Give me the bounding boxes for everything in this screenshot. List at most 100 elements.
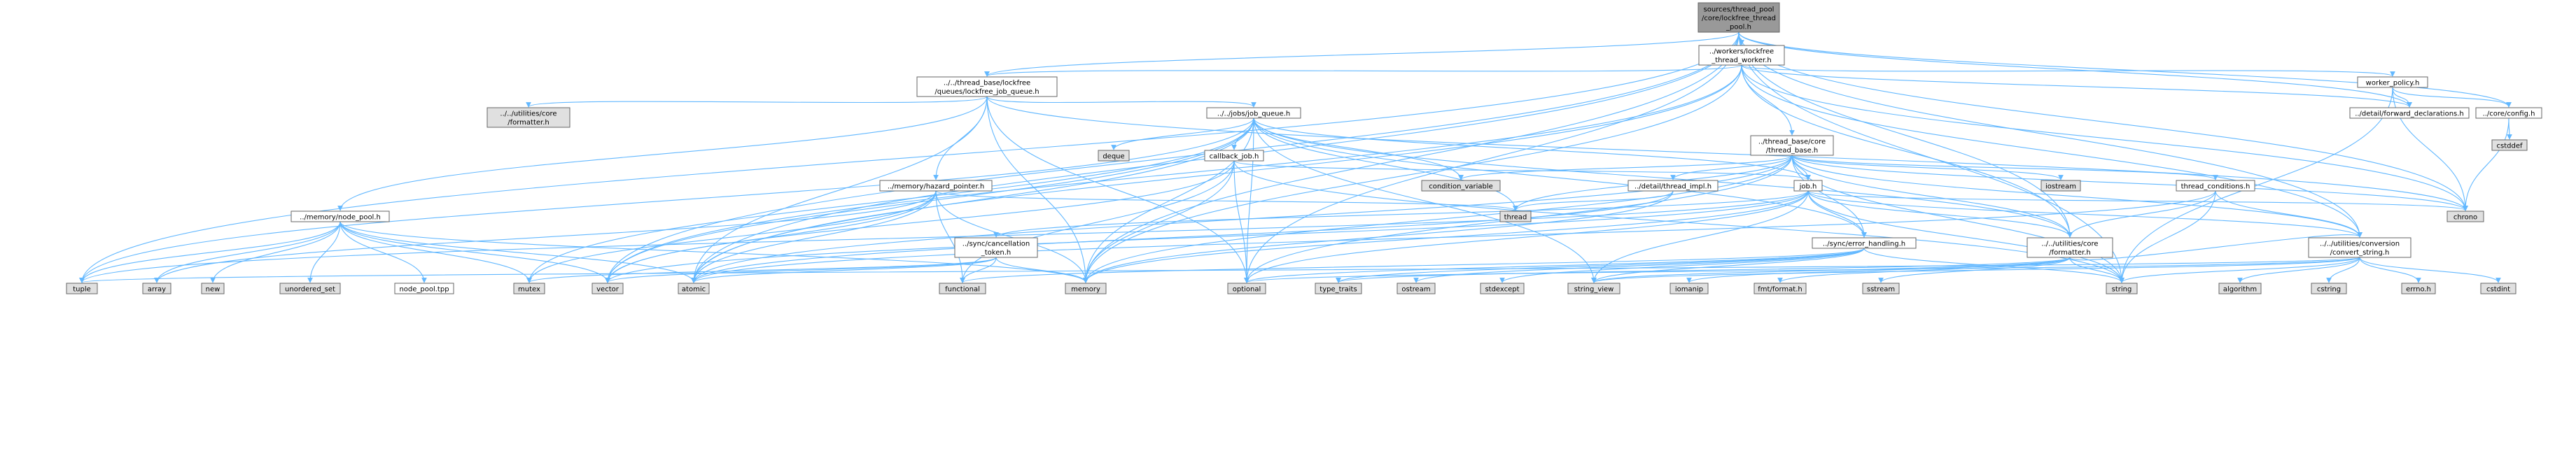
dependency-edge-convert_string-to-errno_h bbox=[2359, 257, 2421, 283]
dependency-edge-thread_base-to-condition_variable bbox=[1458, 155, 1793, 180]
node-box bbox=[2475, 107, 2542, 119]
dependency-edge-thread_conditions-to-string bbox=[2119, 190, 2216, 283]
node-vector: vector bbox=[592, 283, 624, 294]
node-cancellation-token[interactable]: ../sync/cancellation_token.h bbox=[954, 237, 1038, 258]
node-label: ../../thread_base/lockfree bbox=[944, 80, 1030, 87]
node-error-handling[interactable]: ../sync/error_handling.h bbox=[1812, 237, 1917, 249]
node-utilities-core-formatter[interactable]: ../../utilities/core/formatter.h bbox=[2026, 237, 2113, 258]
node-node-pool-tpp[interactable]: node_pool.tpp bbox=[394, 283, 454, 294]
node-label: iomanip bbox=[1675, 285, 1703, 293]
node-optional: optional bbox=[1227, 283, 1266, 294]
node-root[interactable]: sources/thread_pool/core/lockfree_thread… bbox=[1698, 2, 1780, 33]
node-label: type_traits bbox=[1320, 285, 1357, 293]
node-label: sstream bbox=[1867, 285, 1895, 293]
node-node-pool[interactable]: ../memory/node_pool.h bbox=[290, 211, 390, 222]
dependency-edge-utilities_core_formatter-to-type_traits bbox=[1336, 257, 2071, 283]
node-label: condition_variable bbox=[1429, 183, 1493, 190]
node-fmt-format: fmt/format.h bbox=[1754, 283, 1807, 294]
node-box bbox=[142, 283, 172, 294]
dependency-edge-lockfree_thread_worker-to-chrono bbox=[1741, 64, 2468, 211]
node-box bbox=[1862, 283, 1900, 294]
node-thread-base[interactable]: ../thread_base/core/thread_base.h bbox=[1750, 135, 1834, 156]
node-array: array bbox=[142, 283, 172, 294]
dependency-edge-convert_string-to-algorithm bbox=[2237, 257, 2360, 283]
dependency-edge-root-to-tuple bbox=[79, 31, 1740, 283]
node-label: node_pool.tpp bbox=[399, 285, 449, 293]
dependency-edge-thread_base-to-iostream bbox=[1791, 155, 2064, 180]
dependency-edge-root-to-utilities_core_formatter bbox=[1738, 31, 2073, 238]
node-thread: thread bbox=[1499, 211, 1532, 222]
node-job[interactable]: job.h bbox=[1793, 180, 1823, 192]
node-utilities-core-formatter-h: ../../utilities/core/formatter.h bbox=[486, 107, 570, 128]
node-ostream: ostream bbox=[1396, 283, 1436, 294]
node-cstdint: cstdint bbox=[2480, 283, 2516, 294]
dependency-edge-thread_impl-to-atomic bbox=[691, 190, 1674, 283]
node-label: iostream bbox=[2045, 183, 2076, 190]
node-label: cstdint bbox=[2486, 285, 2510, 293]
dependency-edge-job_queue-to-optional bbox=[1244, 117, 1254, 283]
dependency-edges bbox=[79, 31, 2512, 283]
node-job-queue[interactable]: ../../jobs/job_queue.h bbox=[1206, 107, 1301, 119]
node-label: callback_job.h bbox=[1210, 152, 1259, 160]
dependency-edge-cancellation_token-to-memory bbox=[995, 257, 1088, 283]
dependency-edge-convert_string-to-string_view bbox=[1591, 257, 2360, 283]
dependency-edge-job-to-cancellation_token bbox=[993, 190, 1809, 238]
dependency-edge-cancellation_token-to-vector bbox=[605, 257, 997, 283]
node-label: ../thread_base/core bbox=[1758, 138, 1826, 146]
dependency-edge-lockfree_thread_worker-to-memory bbox=[1083, 64, 1742, 283]
node-box bbox=[1698, 45, 1785, 66]
dependency-edge-lockfree_job_queue-to-job_queue bbox=[986, 96, 1256, 108]
dependency-edge-hazard_pointer-to-thread bbox=[935, 190, 1518, 211]
node-convert-string[interactable]: ../../utilities/conversion/convert_strin… bbox=[2308, 237, 2412, 258]
node-label: _token.h bbox=[981, 249, 1011, 257]
dependency-edge-node_pool-to-new bbox=[210, 221, 341, 283]
dependency-edge-job-to-vector bbox=[605, 190, 1809, 283]
node-hazard-pointer[interactable]: ../memory/hazard_pointer.h bbox=[879, 180, 993, 192]
node-worker-policy[interactable]: worker_policy.h bbox=[2357, 76, 2428, 88]
dependency-edge-convert_string-to-cstdint bbox=[2359, 257, 2501, 283]
node-thread-impl[interactable]: ../detail/thread_impl.h bbox=[1628, 180, 1718, 192]
node-label: ../core/config.h bbox=[2483, 110, 2535, 117]
node-label: ../../utilities/core bbox=[2041, 241, 2098, 248]
dependency-edge-node_pool-to-array bbox=[154, 221, 341, 283]
node-box bbox=[2311, 283, 2347, 294]
dependency-edge-worker_policy-to-core_config bbox=[2392, 87, 2512, 108]
node-label: deque bbox=[1102, 152, 1124, 160]
node-box bbox=[1754, 283, 1807, 294]
node-label: /core/lockfree_thread bbox=[1702, 15, 1776, 22]
node-box bbox=[1698, 2, 1780, 33]
dependency-edge-lockfree_job_queue-to-node_pool bbox=[337, 96, 988, 211]
dependency-edge-worker_policy-to-forward_declarations bbox=[2392, 87, 2412, 108]
node-box bbox=[2218, 283, 2262, 294]
node-thread-conditions[interactable]: thread_conditions.h bbox=[2176, 180, 2255, 192]
node-tuple: tuple bbox=[66, 283, 98, 294]
node-callback-job[interactable]: callback_job.h bbox=[1204, 150, 1264, 162]
dependency-edge-cancellation_token-to-mutex bbox=[526, 257, 997, 283]
node-lockfree-job-queue[interactable]: ../../thread_base/lockfree/queues/lockfr… bbox=[916, 76, 1058, 97]
node-label: /thread_base.h bbox=[1766, 147, 1819, 155]
node-forward-declarations[interactable]: ../detail/forward_declarations.h bbox=[2349, 107, 2470, 119]
node-box bbox=[2357, 76, 2428, 88]
dependency-edge-job-to-string_view bbox=[1591, 190, 1809, 283]
node-sstream: sstream bbox=[1862, 283, 1900, 294]
dependency-edge-thread_impl-to-thread bbox=[1513, 190, 1674, 211]
dependency-edge-lockfree_thread_worker-to-convert_string bbox=[1741, 64, 2362, 238]
node-box bbox=[1480, 283, 1525, 294]
node-box bbox=[2446, 211, 2484, 222]
node-core-config[interactable]: ../core/config.h bbox=[2475, 107, 2542, 119]
node-box bbox=[2480, 283, 2516, 294]
node-label: thread bbox=[1504, 213, 1527, 221]
node-cstddef: cstddef bbox=[2491, 139, 2528, 151]
node-label: new bbox=[206, 285, 220, 293]
dependency-edge-job_queue-to-job bbox=[1253, 117, 1811, 180]
dependency-edge-lockfree_job_queue-to-memory bbox=[986, 96, 1088, 283]
node-box bbox=[916, 76, 1058, 97]
node-box bbox=[513, 283, 545, 294]
node-label: algorithm bbox=[2223, 285, 2257, 293]
node-label: sources/thread_pool bbox=[1704, 6, 1774, 13]
node-label: /queues/lockfree_job_queue.h bbox=[934, 88, 1039, 96]
node-label: _thread_worker.h bbox=[1711, 57, 1771, 64]
node-label: stdexcept bbox=[1485, 285, 1519, 293]
node-lockfree-thread-worker[interactable]: ../workers/lockfree_thread_worker.h bbox=[1698, 45, 1785, 66]
dependency-edge-thread_base-to-convert_string bbox=[1791, 155, 2362, 238]
